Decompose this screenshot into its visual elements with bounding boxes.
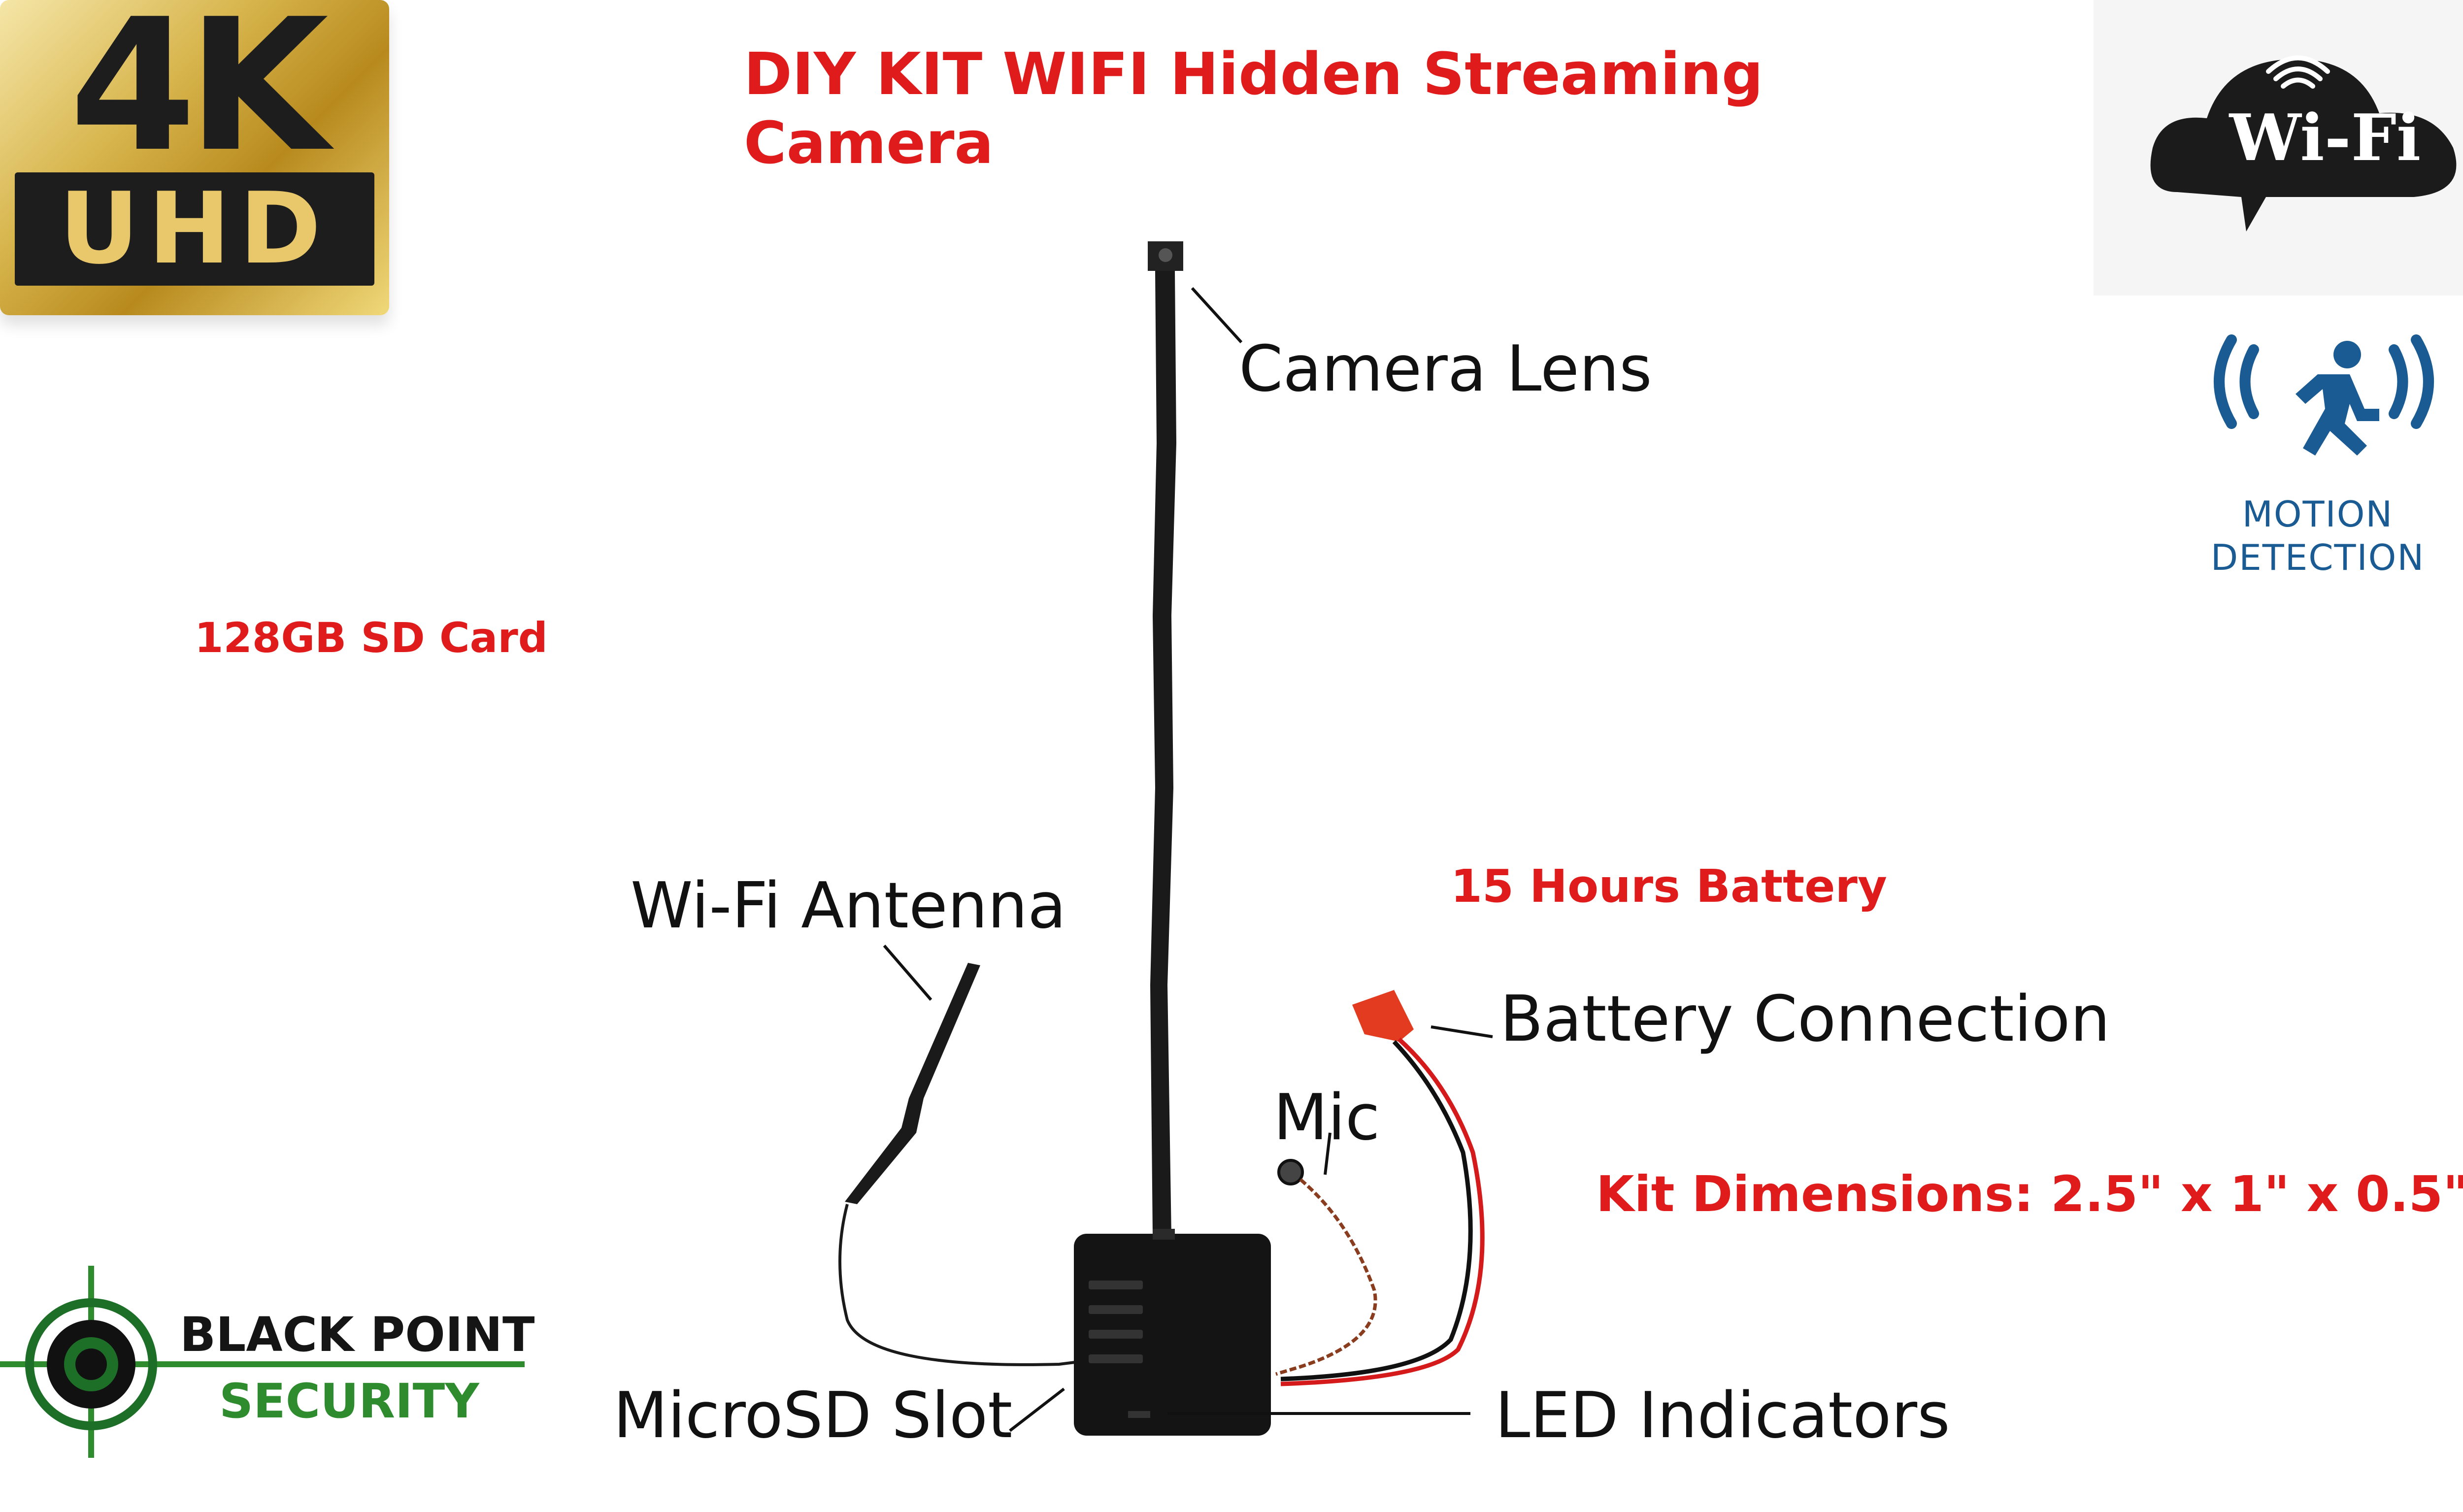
battery-feature: 15 Hours Battery [1451, 860, 1887, 913]
crosshair-logo-icon [0, 1266, 525, 1458]
wifi-badge-text: Wi-Fi [2229, 100, 2421, 175]
storage-feature: 128GB SD Card [195, 614, 548, 662]
dimensions-feature: Kit Dimensions: 2.5" x 1" x 0.5" [1596, 1165, 2463, 1223]
logo-line-1: BLACK POINT [180, 1307, 535, 1362]
battery-connector [1280, 990, 1485, 1386]
label-battery-connection: Battery Connection [1500, 983, 2110, 1056]
motion-detection-icon [2214, 334, 2434, 429]
running-person-icon [2296, 341, 2379, 456]
label-microsd-slot: MicroSD Slot [613, 1379, 1013, 1452]
logo-line-2: SECURITY [219, 1374, 479, 1429]
motion-line-2: DETECTION [2210, 537, 2425, 578]
wifi-antenna [845, 963, 980, 1204]
leader-lines [883, 287, 1493, 1432]
motion-line-1: MOTION [2242, 493, 2394, 535]
label-mic: Mic [1273, 1081, 1380, 1154]
label-camera-lens: Camera Lens [1239, 332, 1652, 406]
page-title: DIY KIT WIFI Hidden Streaming Camera [744, 40, 1764, 177]
badge-uhd-plate [15, 172, 374, 286]
microphone [1275, 1159, 1377, 1376]
wifi-cloud-icon [2150, 55, 2457, 231]
badge-4k-text: 4K [69, 0, 329, 192]
flex-cable [1148, 241, 1183, 1236]
label-led-indicators: LED Indicators [1495, 1379, 1950, 1452]
motion-detection-label: MOTION DETECTION [2158, 493, 2463, 579]
camera-module [1074, 1229, 1271, 1436]
label-wifi-antenna: Wi-Fi Antenna [631, 869, 1066, 943]
badge-uhd-text: UHD [59, 171, 330, 286]
